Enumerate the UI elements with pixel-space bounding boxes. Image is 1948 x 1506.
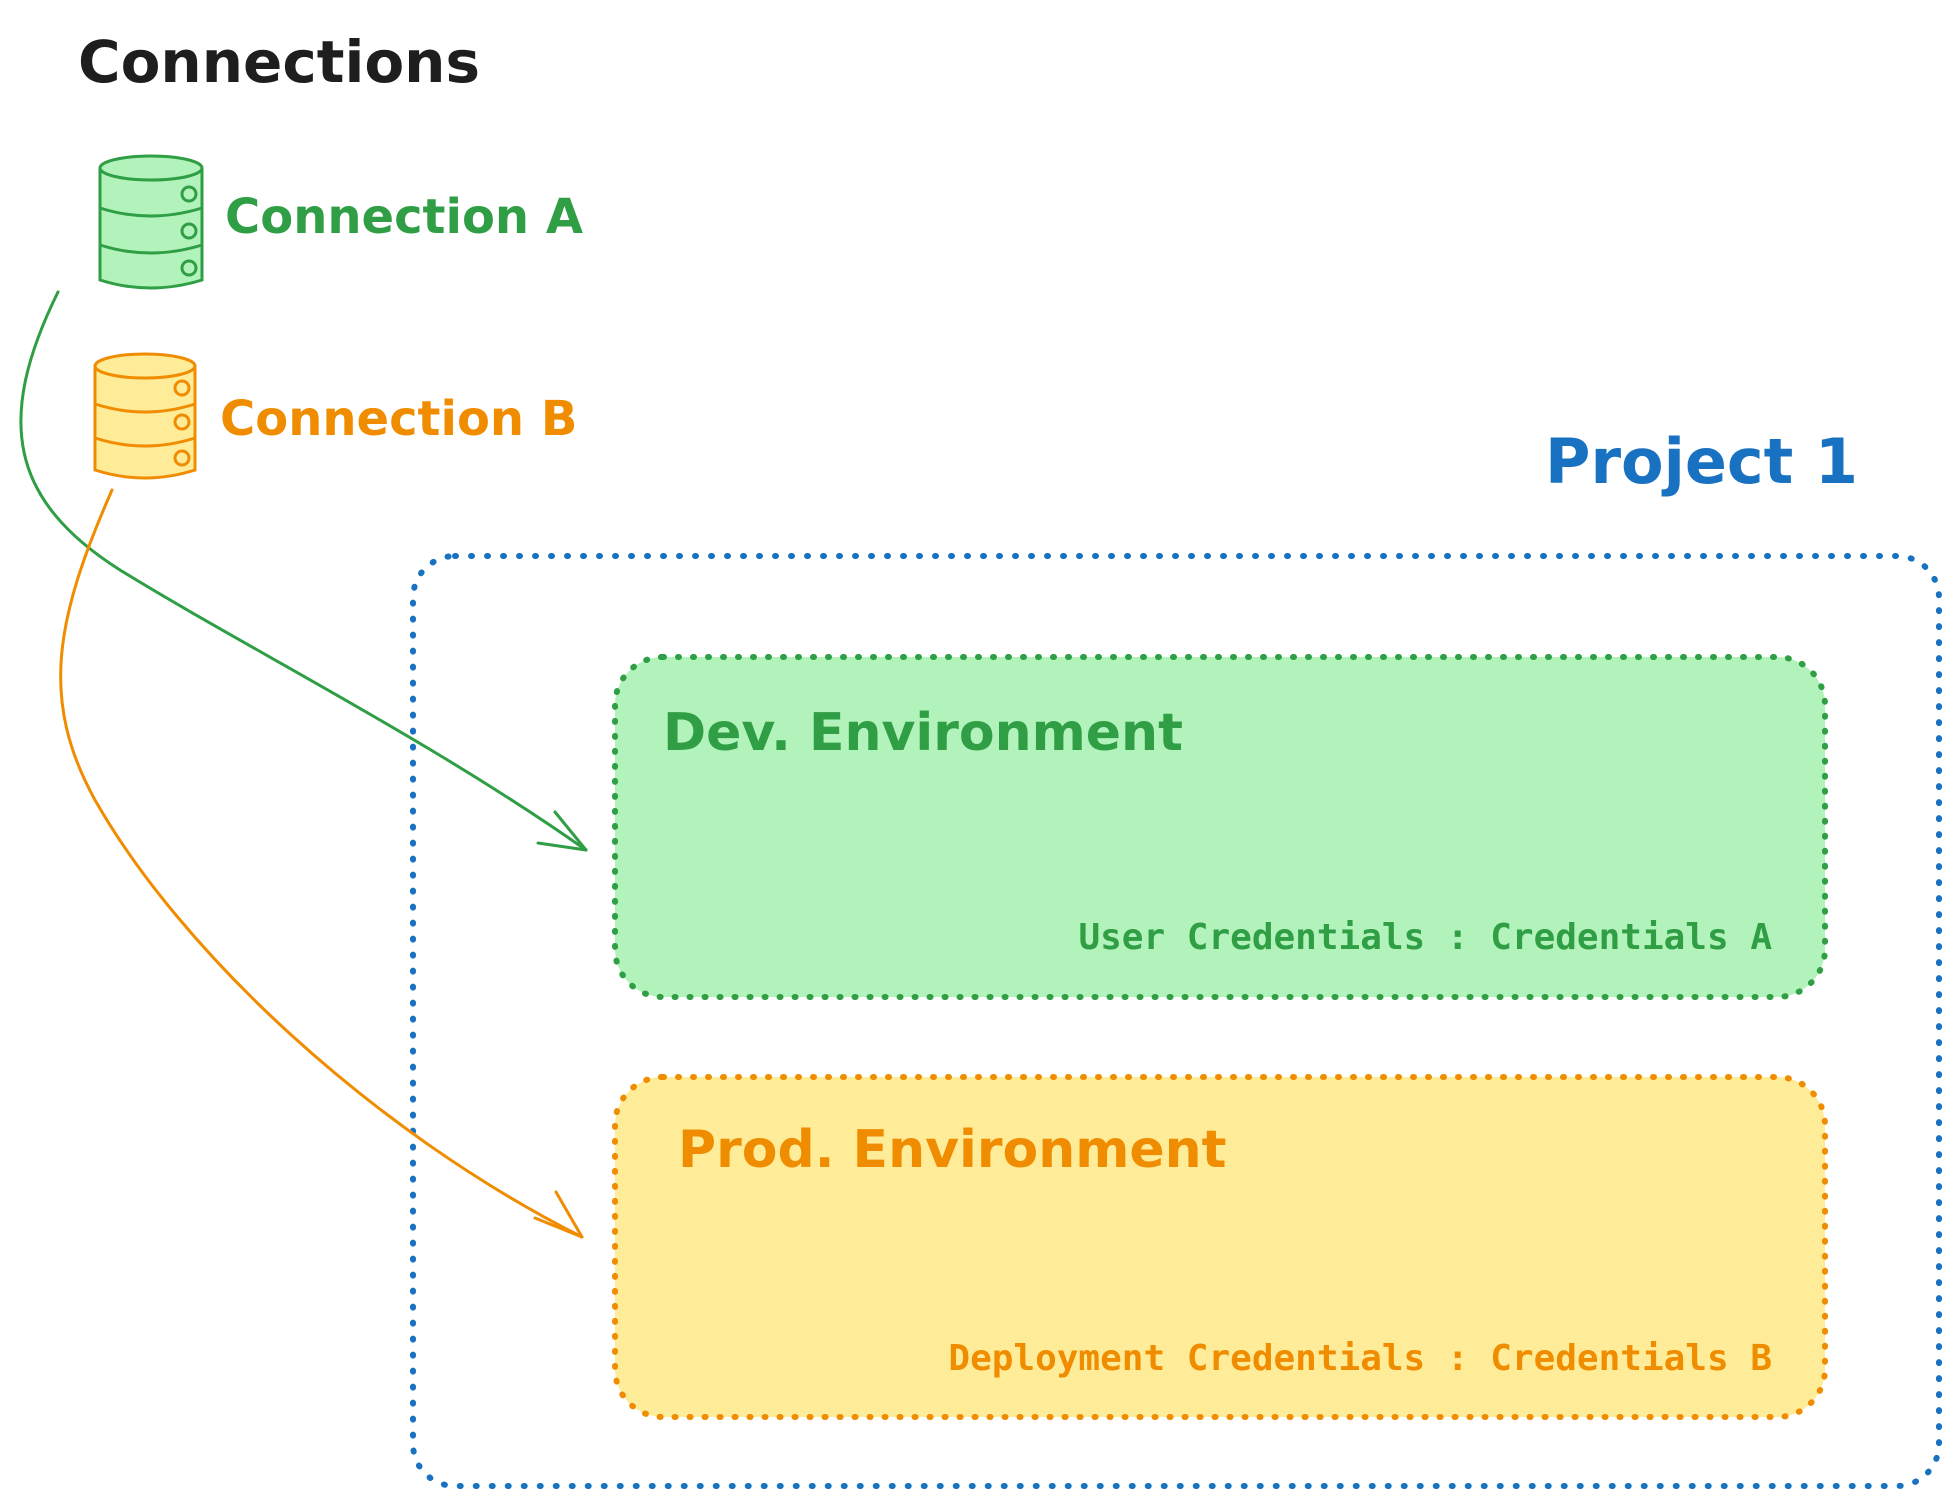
connection-a-label: Connection A [225, 189, 583, 245]
project-label: Project 1 [1545, 425, 1858, 498]
arrow-connection-a-to-dev [19, 290, 588, 852]
database-icon [93, 352, 197, 480]
prod-environment-box [612, 1074, 1828, 1420]
prod-environment-title: Prod. Environment [678, 1120, 1227, 1180]
connection-b-label: Connection B [220, 391, 577, 447]
project-container [410, 553, 1942, 1489]
dev-environment-title: Dev. Environment [663, 703, 1183, 763]
prod-environment-credentials: Deployment Credentials : Credentials B [948, 1338, 1772, 1379]
dev-environment-credentials: User Credentials : Credentials A [1078, 917, 1772, 958]
diagram-title: Connections [78, 28, 480, 96]
database-icon [98, 154, 204, 290]
arrow-connection-b-to-prod [59, 488, 584, 1239]
dev-environment-box [612, 654, 1828, 1000]
